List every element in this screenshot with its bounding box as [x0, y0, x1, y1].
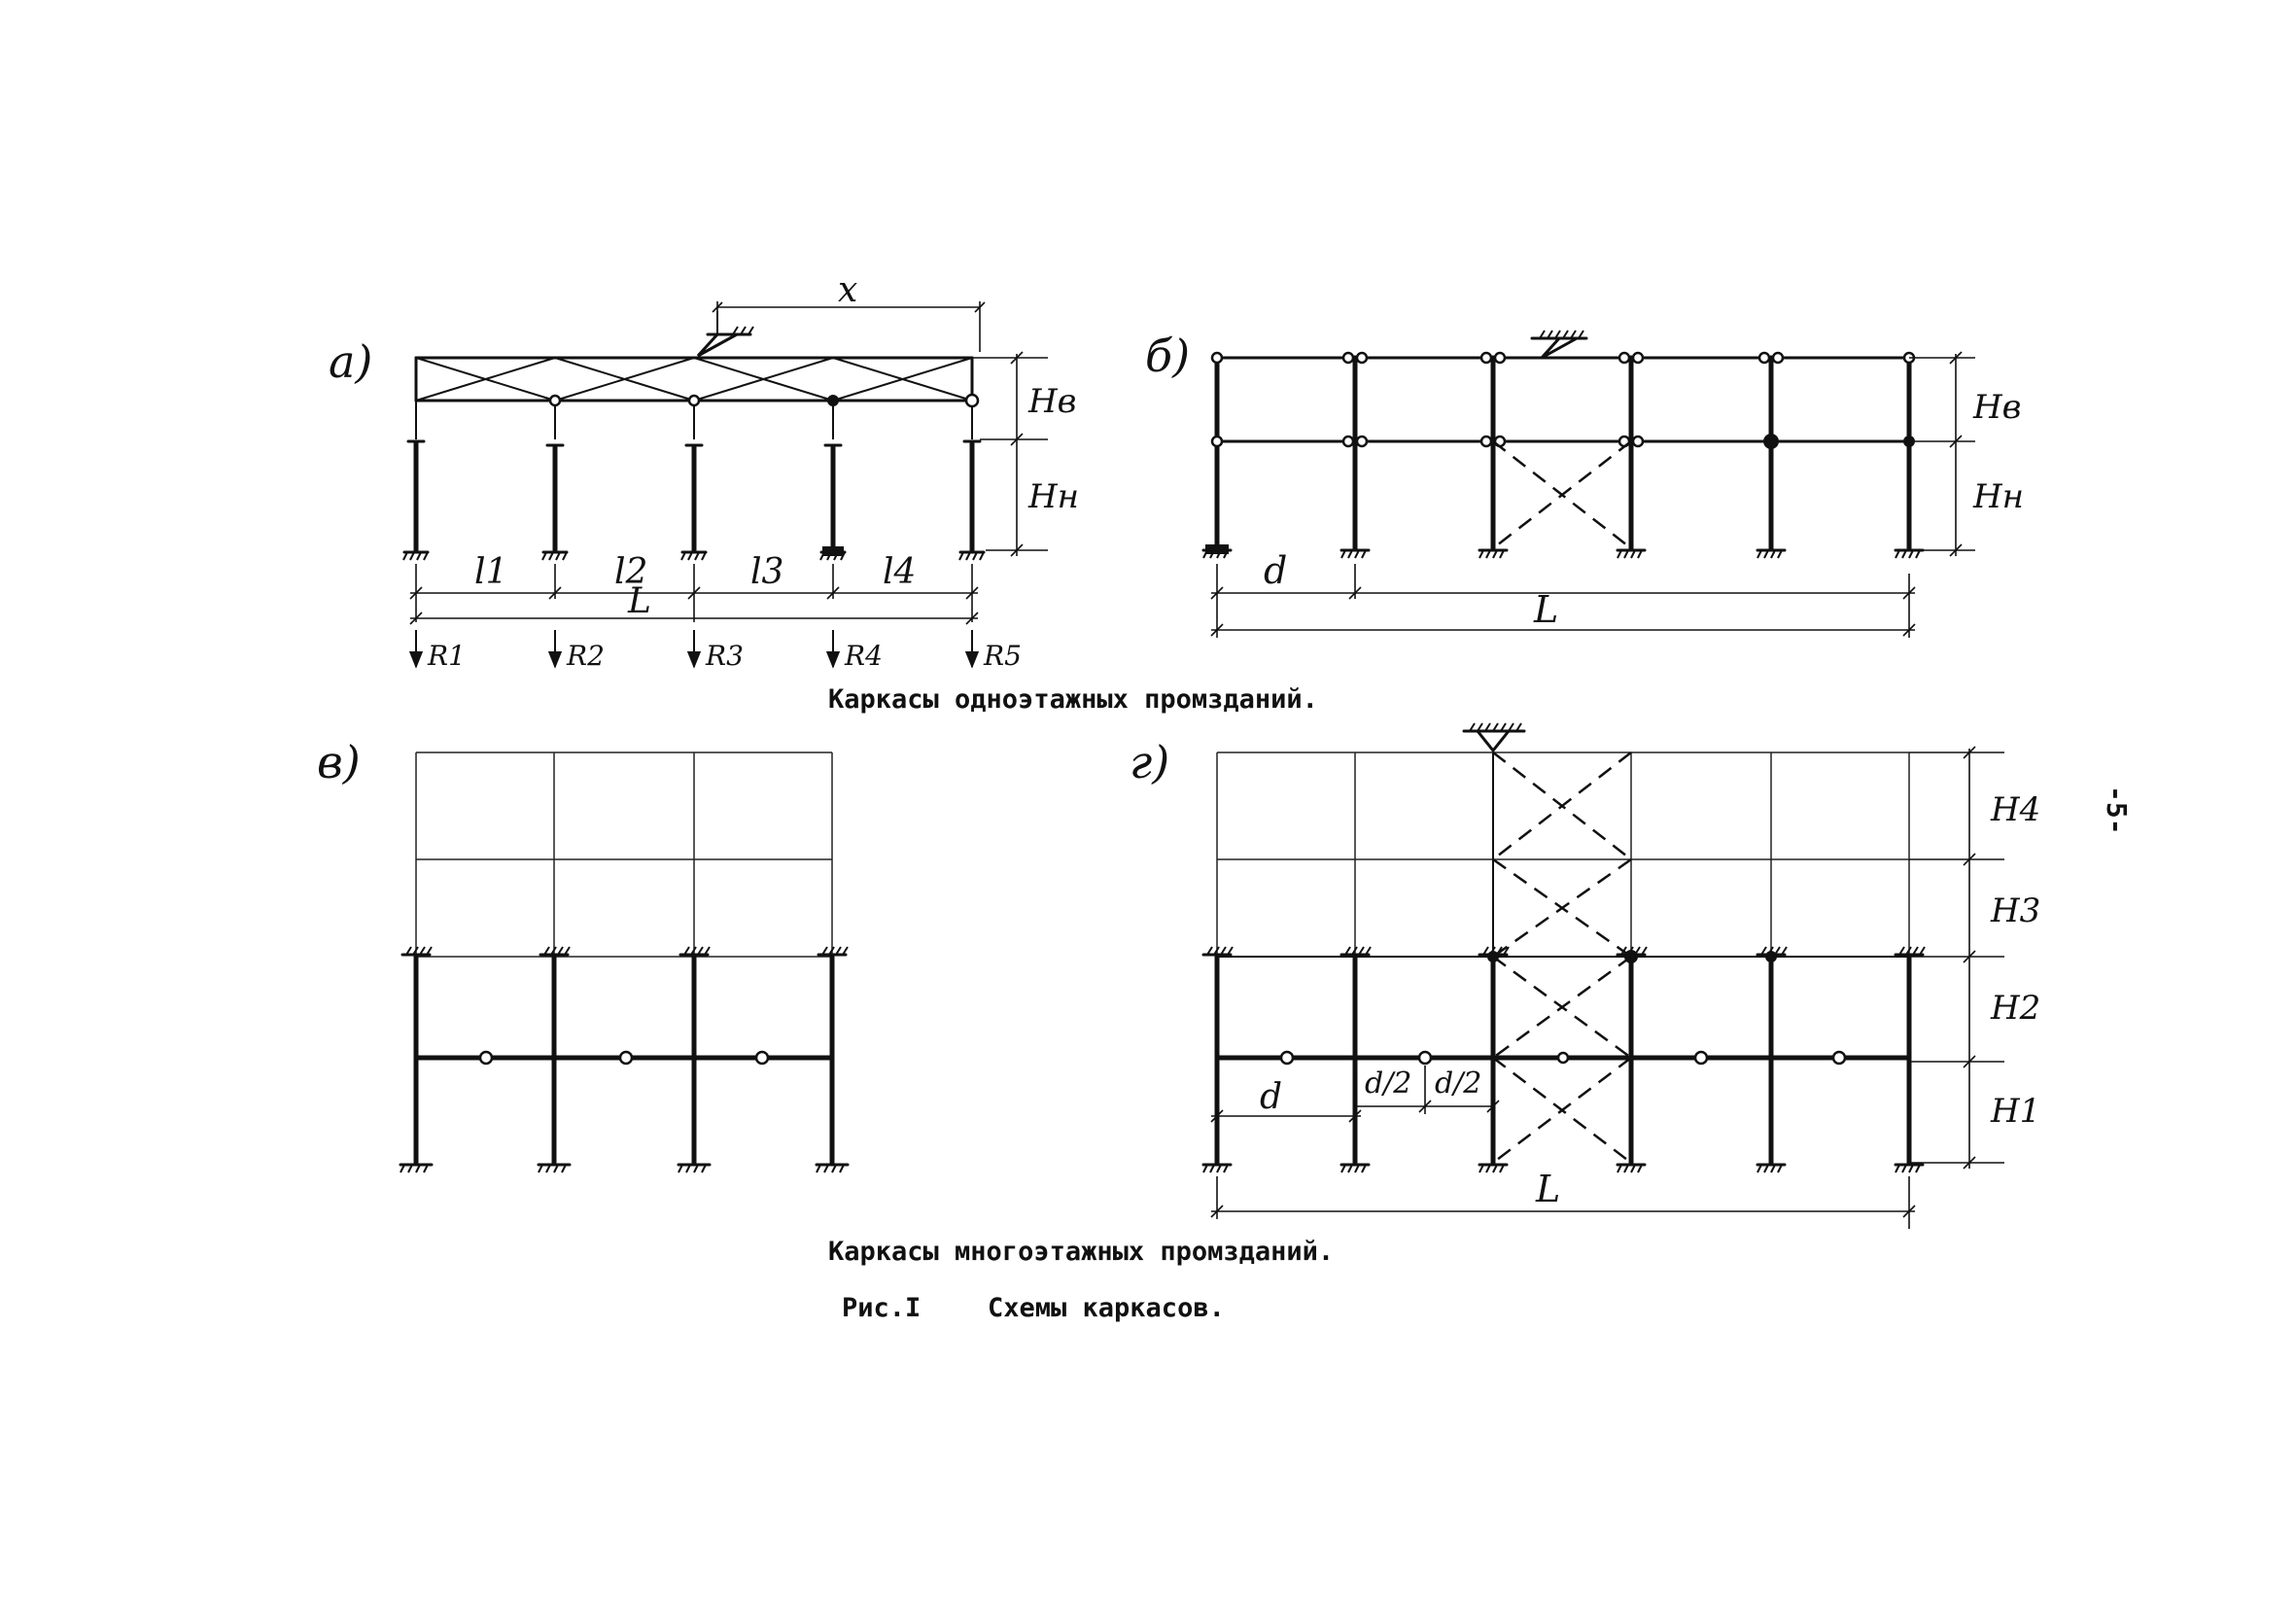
- truss: [414, 356, 980, 408]
- page-number: -5-: [2101, 786, 2133, 835]
- span-d-label: d: [1264, 549, 1287, 592]
- storey-h3-label: H3: [1990, 891, 2040, 930]
- columns: [413, 440, 975, 553]
- diagram-b-label: б): [1145, 330, 1190, 382]
- reaction-r5-label: R5: [983, 640, 1022, 672]
- span-d-label: d: [1260, 1077, 1282, 1117]
- caption-single-storey: Каркасы одноэтажных промзданий.: [828, 684, 1318, 715]
- storey-h2-label: H2: [1990, 989, 2040, 1028]
- diagram-b: б): [1145, 330, 2024, 638]
- load-support-symbol: [696, 311, 754, 358]
- half-span-1-label: d/2: [1365, 1066, 1411, 1101]
- bracing: [1492, 440, 1632, 549]
- dimension-x-label: x: [838, 270, 857, 310]
- storey-h4-label: H4: [1990, 790, 2040, 829]
- dimension-x: [712, 301, 986, 352]
- diagram-v: в): [317, 736, 850, 1173]
- height-lower-label: Hн: [1027, 477, 1079, 516]
- upper-frame: [1216, 752, 1910, 958]
- hinges: [1210, 351, 1916, 449]
- reaction-r4-label: R4: [844, 640, 883, 672]
- height-dimensions: [1909, 746, 2004, 1170]
- length-dimensions: [1210, 1066, 1916, 1229]
- top-support-symbol: [1530, 330, 1588, 360]
- caption-multi-storey: Каркасы многоэтажных промзданий.: [828, 1237, 1334, 1267]
- height-upper-label: Hв: [1972, 388, 2021, 427]
- span-l3-label: l3: [750, 552, 783, 592]
- storey-h1-label: H1: [1990, 1092, 2040, 1131]
- span-l1-label: l1: [474, 552, 507, 592]
- mid-supports: [400, 946, 849, 957]
- diagram-g-label: г): [1130, 736, 1169, 788]
- column-stubs: [406, 401, 982, 447]
- bracing: [1492, 752, 1632, 1164]
- diagram-a-label: а): [329, 335, 372, 388]
- fixed-supports: [399, 1163, 850, 1173]
- mid-supports: [1201, 946, 1926, 957]
- span-l4-label: l4: [883, 552, 916, 592]
- top-support-symbol: [1462, 722, 1526, 753]
- half-span-2-label: d/2: [1435, 1066, 1481, 1101]
- reaction-r1-label: R1: [427, 640, 466, 672]
- total-length-label: L: [1535, 1168, 1560, 1210]
- beams: [1215, 356, 1911, 443]
- span-l2-label: l2: [614, 552, 647, 592]
- height-lower-label: Hн: [1972, 477, 2024, 516]
- total-length-label: L: [627, 581, 651, 621]
- lower-frame: [1214, 950, 1912, 1166]
- diagram-v-label: в): [317, 736, 361, 788]
- figure-title: Схемы каркасов.: [988, 1293, 1225, 1323]
- height-upper-label: Hв: [1027, 382, 1076, 421]
- figure-number: Рис.I: [842, 1293, 921, 1323]
- height-dimensions: [972, 351, 1048, 557]
- columns: [1214, 355, 1912, 551]
- fixed-supports: [402, 546, 986, 561]
- diagram-g: г): [1130, 722, 2040, 1229]
- diagram-a: а): [329, 270, 1079, 672]
- span-dimensions: [409, 564, 979, 625]
- fixed-supports: [1201, 1163, 1925, 1173]
- reaction-arrows: [408, 630, 980, 669]
- height-dimensions: [1909, 351, 1975, 557]
- reaction-r2-label: R2: [566, 640, 605, 672]
- lower-frame: [413, 954, 835, 1166]
- upper-frame: [415, 752, 833, 958]
- length-dimensions: [1210, 564, 1916, 638]
- reaction-r3-label: R3: [705, 640, 744, 672]
- fixed-supports: [1201, 544, 1925, 559]
- total-length-label: L: [1533, 588, 1558, 631]
